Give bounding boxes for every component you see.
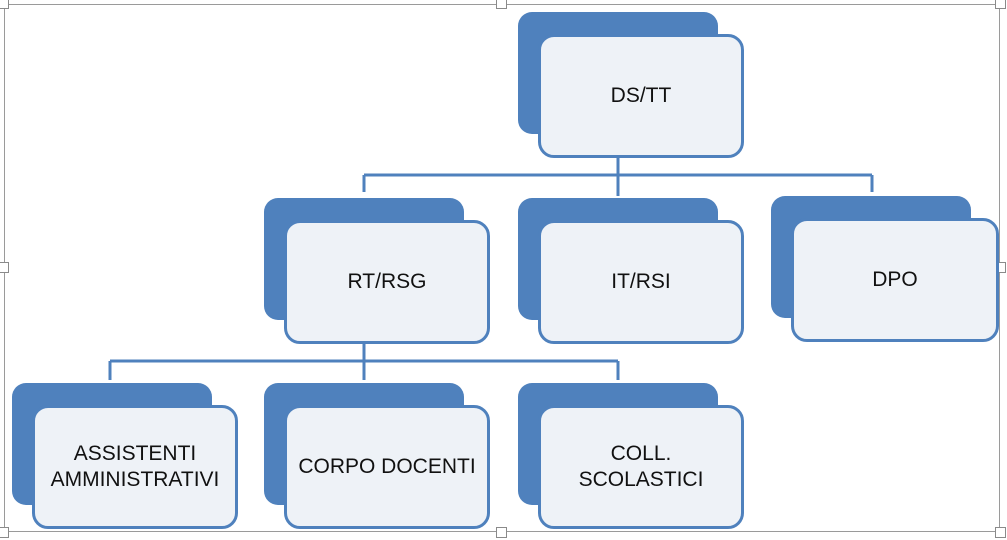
- node-label: RT/RSG: [347, 269, 427, 293]
- node-label: CORPO DOCENTI: [298, 454, 476, 478]
- node-box: DPO: [791, 218, 999, 342]
- resize-handle-bottom-left[interactable]: [0, 527, 9, 538]
- node-box: CORPO DOCENTI: [284, 405, 490, 529]
- node-label: DS/TT: [610, 83, 672, 107]
- node-box: IT/RSI: [538, 220, 744, 344]
- resize-handle-top-center[interactable]: [496, 0, 507, 9]
- resize-handle-bottom-center[interactable]: [496, 527, 507, 538]
- node-label: ASSISTENTI AMMINISTRATIVI: [50, 441, 220, 491]
- node-box: RT/RSG: [284, 220, 490, 344]
- resize-handle-bottom-right[interactable]: [995, 527, 1006, 538]
- node-label: IT/RSI: [611, 269, 671, 293]
- node-box: ASSISTENTI AMMINISTRATIVI: [32, 405, 238, 529]
- node-box: COLL. SCOLASTICI: [538, 405, 744, 529]
- resize-handle-middle-left[interactable]: [0, 262, 9, 273]
- node-box: DS/TT: [538, 34, 744, 158]
- node-label: DPO: [872, 267, 918, 291]
- node-label: COLL. SCOLASTICI: [578, 441, 704, 491]
- resize-handle-top-left[interactable]: [0, 0, 9, 9]
- resize-handle-top-right[interactable]: [995, 0, 1006, 9]
